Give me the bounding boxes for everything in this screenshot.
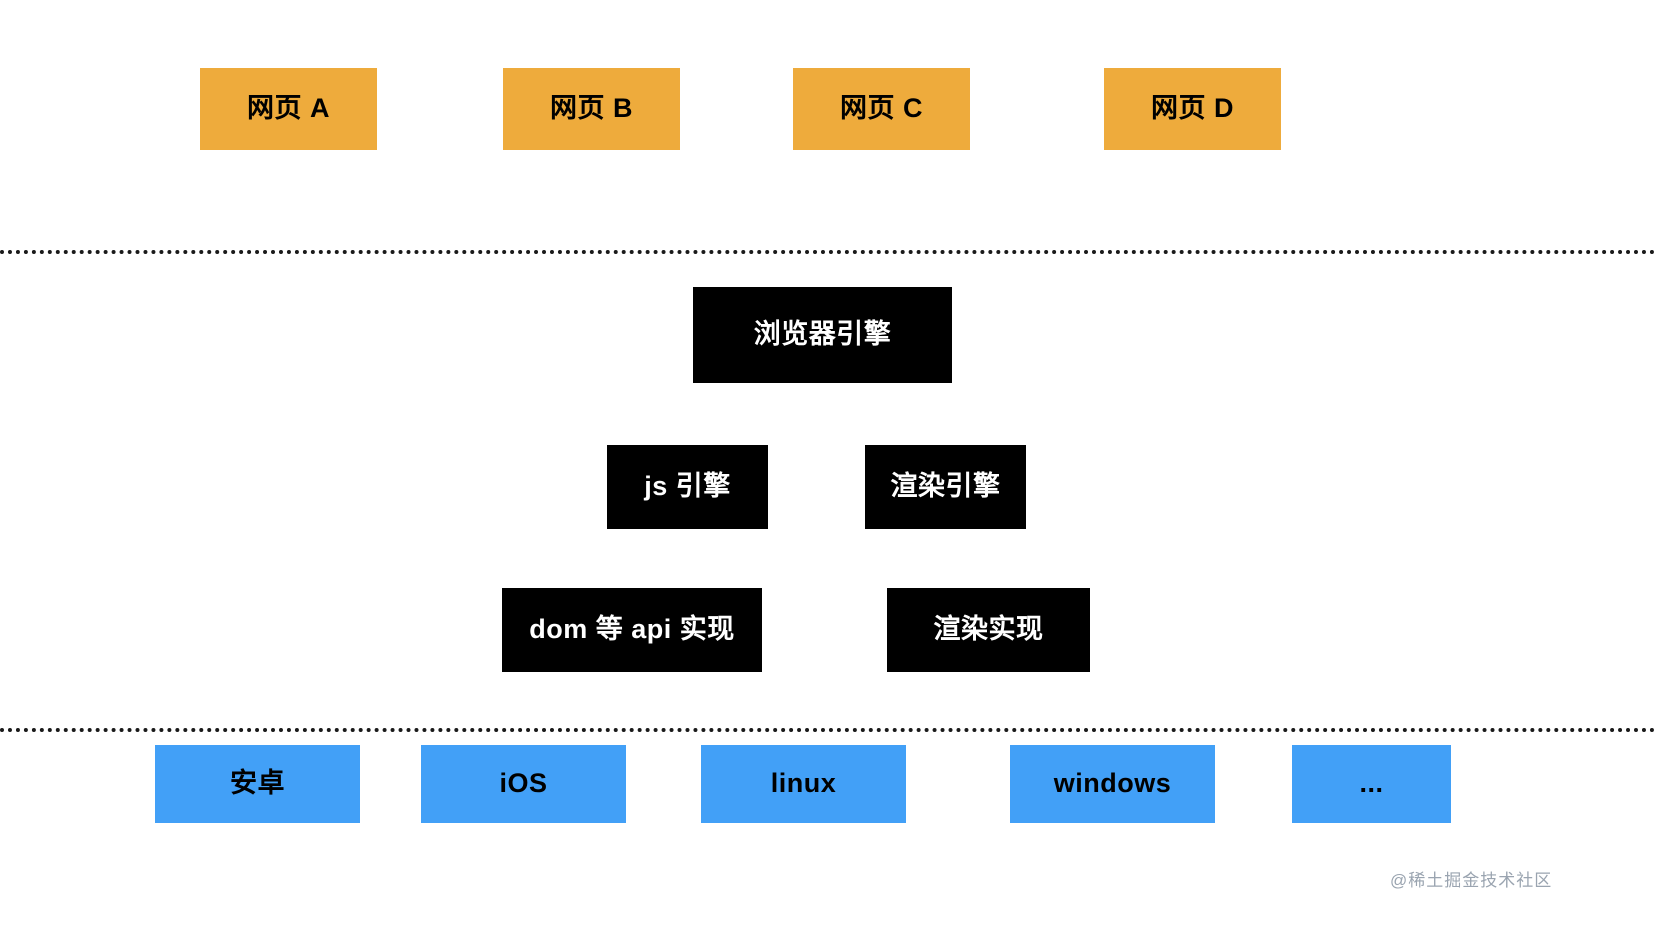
node-platform-android[interactable]: 安卓 <box>155 745 360 823</box>
node-platform-linux[interactable]: linux <box>701 745 906 823</box>
watermark: @稀土掘金技术社区 <box>1390 871 1553 890</box>
node-platform-windows[interactable]: windows <box>1010 745 1215 823</box>
node-render-engine[interactable]: 渲染引擎 <box>865 445 1026 529</box>
node-js-engine[interactable]: js 引擎 <box>607 445 768 529</box>
node-render-impl[interactable]: 渲染实现 <box>887 588 1090 672</box>
node-webpage-a[interactable]: 网页 A <box>200 68 377 150</box>
node-platform-ios[interactable]: iOS <box>421 745 626 823</box>
node-webpage-d[interactable]: 网页 D <box>1104 68 1281 150</box>
node-browser-engine[interactable]: 浏览器引擎 <box>693 287 952 383</box>
node-dom-api-impl[interactable]: dom 等 api 实现 <box>502 588 762 672</box>
engine-platform-divider <box>0 728 1656 732</box>
node-webpage-b[interactable]: 网页 B <box>503 68 680 150</box>
node-platform-more[interactable]: ... <box>1292 745 1451 823</box>
pages-engine-divider <box>0 250 1656 254</box>
node-webpage-c[interactable]: 网页 C <box>793 68 970 150</box>
